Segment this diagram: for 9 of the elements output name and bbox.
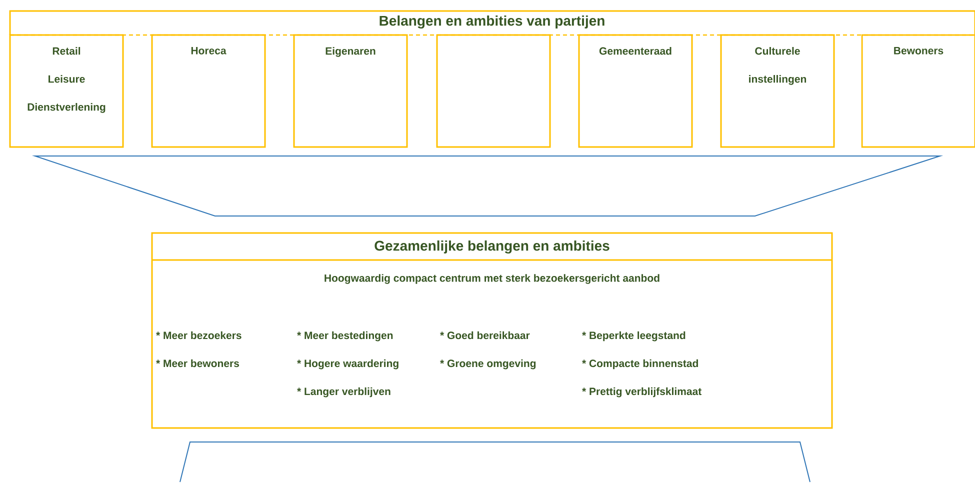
party-box: Bewoners <box>861 34 975 148</box>
party-box: Gemeenteraad <box>578 34 693 148</box>
party-box <box>436 34 551 148</box>
party-box: Culturele instellingen <box>720 34 835 148</box>
header-band: Belangen en ambities van partijen <box>9 10 975 36</box>
party-box: Eigenaren <box>293 34 408 148</box>
party-box: Horeca <box>151 34 266 148</box>
goals-box: Gezamenlijke belangen en ambities Hoogwaardig compact centrum met sterk bezoekersgericht aanbod * Meer bezoekers * Meer bestedingen * Goed bereikbaar * Beperkte leegstand * Meer bewoners * Hogere waardering * Groene omgeving * Compacte binnenstad * Langer verblijven * Prettig verblijfsklimaat <box>151 232 833 429</box>
party-box: Retail Leisure Dienstverlening <box>9 34 124 148</box>
